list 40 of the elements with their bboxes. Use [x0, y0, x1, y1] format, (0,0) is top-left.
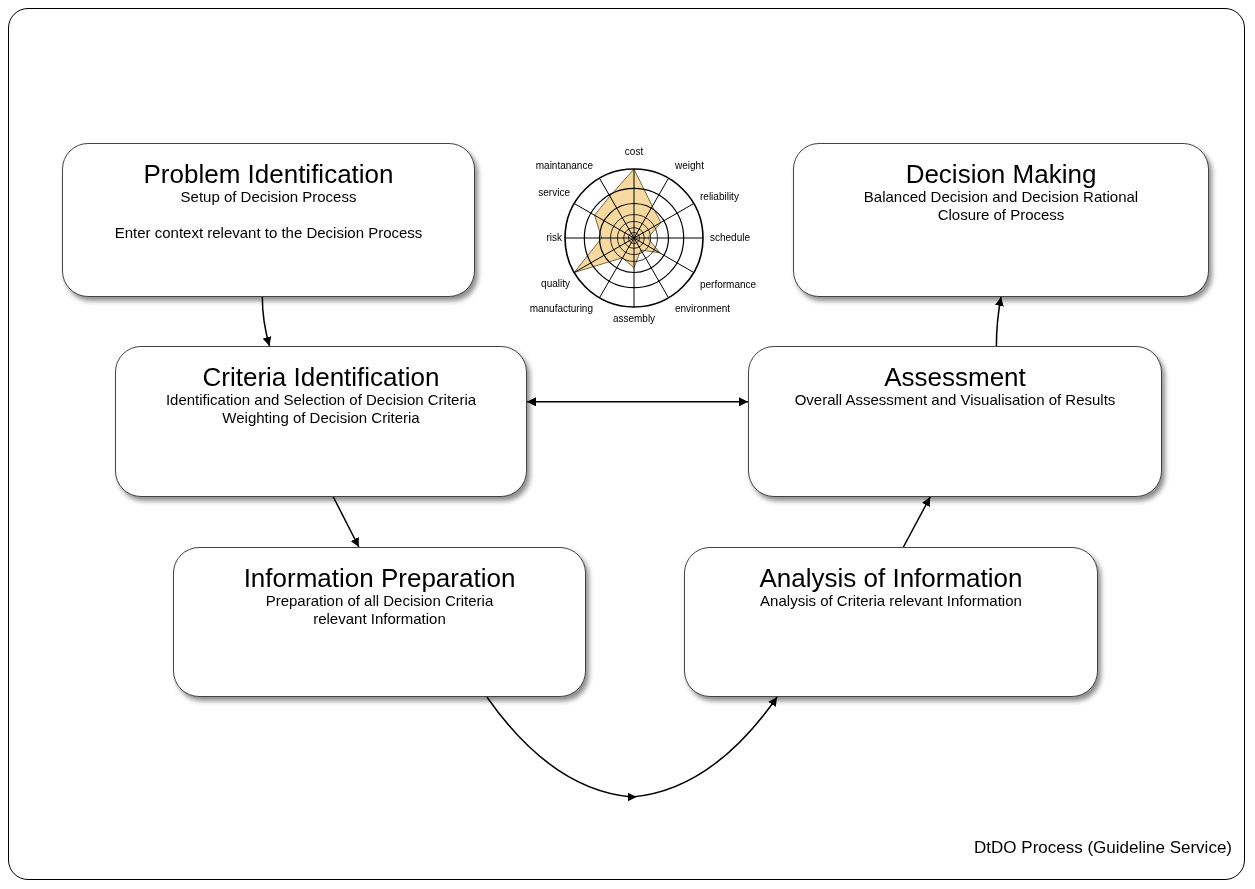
arrow	[486, 696, 778, 802]
box-title: Information Preparation	[242, 564, 517, 592]
box-title: Criteria Identification	[201, 363, 441, 391]
axis-label: manufacturing	[529, 303, 593, 314]
arrow	[902, 496, 931, 548]
axis-label: maintanance	[535, 160, 593, 171]
process-box	[62, 143, 475, 297]
box-title: Analysis of Information	[758, 564, 1024, 592]
axis-label: performance	[700, 279, 757, 290]
box-description: Preparation of all Decision Criteria relevant Information	[264, 592, 495, 628]
axis-label: reliability	[700, 191, 739, 202]
arrow	[332, 496, 360, 548]
caption-text: DtDO Process (Guideline Service)	[974, 838, 1232, 858]
axis-label: schedule	[710, 232, 751, 243]
axis-label: weight	[675, 160, 704, 171]
axis-label: cost	[624, 146, 644, 157]
box-title: Problem Identification	[142, 160, 395, 188]
process-box	[684, 547, 1098, 697]
process-box	[115, 346, 527, 497]
process-box	[748, 346, 1162, 497]
axis-label: assembly	[612, 313, 656, 324]
box-description: Overall Assessment and Visualisation of Results	[793, 391, 1117, 409]
box-description: Weighting of Decision Criteria	[221, 409, 421, 427]
axis-label: service	[538, 187, 570, 198]
box-title: Assessment	[883, 363, 1027, 391]
box-description: Enter context relevant to the Decision Process	[113, 224, 424, 242]
axis-label: environment	[675, 303, 731, 314]
arrow	[995, 296, 1004, 347]
box-description: Balanced Decision and Decision Rational	[862, 188, 1140, 206]
box-description: Identification and Selection of Decision Criteria	[164, 391, 478, 409]
box-description: Setup of Decision Process	[179, 188, 358, 206]
arrow	[526, 397, 749, 407]
box-description: Closure of Process	[936, 206, 1066, 224]
axis-label: risk	[546, 232, 562, 243]
process-box	[793, 143, 1209, 297]
axis-label: quality	[541, 278, 570, 289]
box-title: Decision Making	[904, 160, 1098, 188]
box-description: Analysis of Criteria relevant Information	[759, 592, 1023, 610]
arrow	[261, 296, 272, 347]
process-box	[173, 547, 586, 697]
